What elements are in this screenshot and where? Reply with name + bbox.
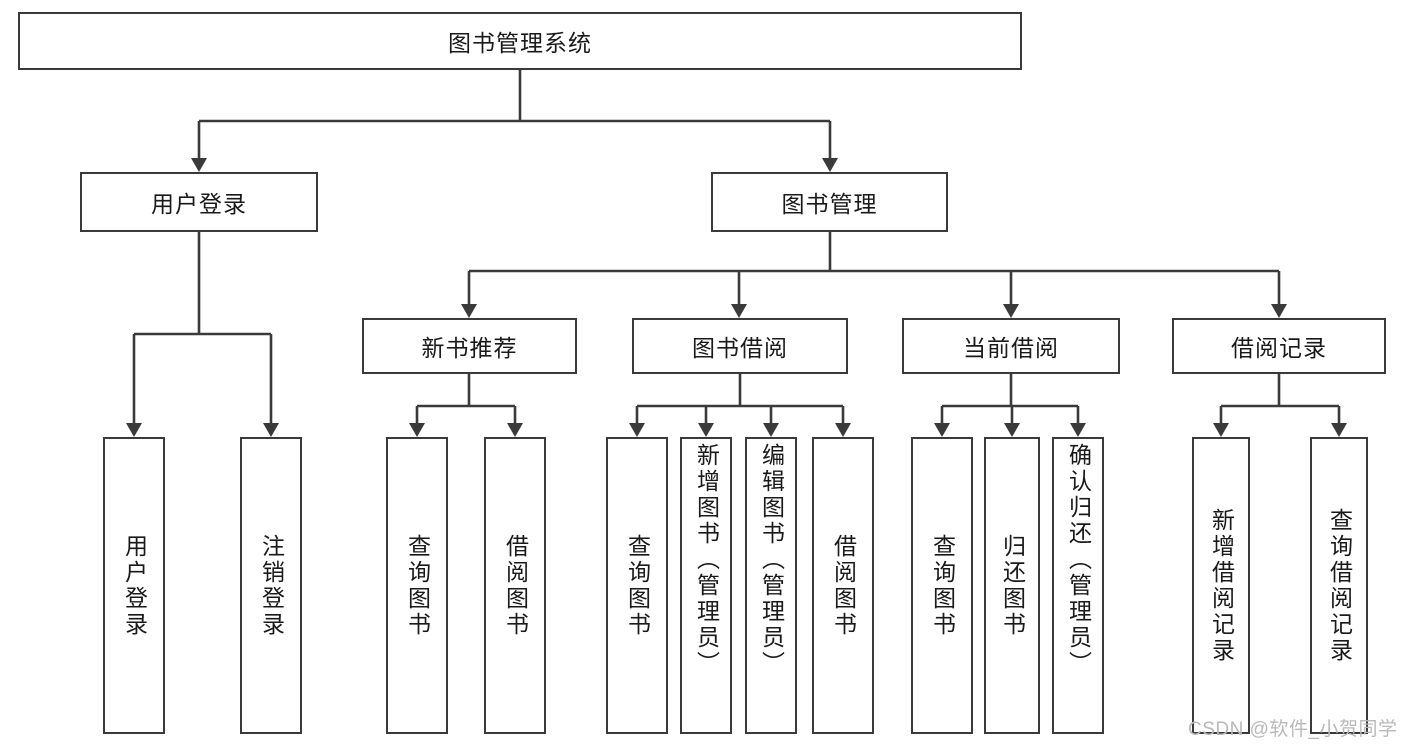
- node-label: 新增借阅记录: [1208, 507, 1235, 664]
- node-label: 用户登录: [121, 533, 148, 638]
- node-user-login[interactable]: 用户登录: [80, 172, 318, 232]
- leaf-edit-book-admin[interactable]: 编辑图书（管理员）: [745, 437, 797, 734]
- node-label: 借阅图书: [830, 533, 857, 638]
- leaf-query-book-current[interactable]: 查询图书: [911, 437, 973, 734]
- node-book-management[interactable]: 图书管理: [711, 172, 948, 232]
- node-label: 归还图书: [999, 533, 1026, 638]
- node-book-borrow[interactable]: 图书借阅: [632, 318, 848, 374]
- node-label: 确认归还（管理员）: [1065, 443, 1092, 677]
- node-label: 借阅图书: [502, 533, 529, 638]
- leaf-query-borrow-record[interactable]: 查询借阅记录: [1310, 437, 1368, 734]
- node-label: 新书推荐: [421, 335, 518, 361]
- csdn-watermark: CSDN @软件_小贺同学: [1188, 719, 1398, 740]
- node-new-book-recommend[interactable]: 新书推荐: [362, 318, 577, 374]
- leaf-logout[interactable]: 注销登录: [240, 437, 302, 734]
- node-label: 注销登录: [258, 533, 285, 638]
- node-root[interactable]: 图书管理系统: [18, 12, 1022, 70]
- node-label: 图书借阅: [692, 335, 788, 361]
- leaf-borrow-book-recommend[interactable]: 借阅图书: [484, 437, 546, 734]
- leaf-add-borrow-record[interactable]: 新增借阅记录: [1192, 437, 1250, 734]
- node-label: 借阅记录: [1231, 335, 1327, 361]
- node-label: 查询图书: [929, 533, 956, 638]
- leaf-query-book-borrow[interactable]: 查询图书: [606, 437, 668, 734]
- leaf-confirm-return-admin[interactable]: 确认归还（管理员）: [1052, 437, 1104, 734]
- leaf-add-book-admin[interactable]: 新增图书（管理员）: [680, 437, 732, 734]
- leaf-user-login[interactable]: 用户登录: [103, 437, 165, 734]
- leaf-return-book[interactable]: 归还图书: [984, 437, 1040, 734]
- leaf-query-book-recommend[interactable]: 查询图书: [386, 437, 448, 734]
- node-label: 用户登录: [151, 191, 247, 217]
- node-label: 查询图书: [624, 533, 651, 638]
- node-label: 新增图书（管理员）: [693, 443, 720, 677]
- node-label: 当前借阅: [963, 335, 1059, 361]
- leaf-borrow-book[interactable]: 借阅图书: [812, 437, 874, 734]
- node-label: 编辑图书（管理员）: [758, 443, 785, 677]
- node-current-borrow[interactable]: 当前借阅: [902, 318, 1120, 374]
- node-borrow-record[interactable]: 借阅记录: [1172, 318, 1386, 374]
- node-label: 查询图书: [404, 533, 431, 638]
- node-label: 图书管理系统: [448, 30, 592, 56]
- node-label: 图书管理: [781, 191, 878, 217]
- node-label: 查询借阅记录: [1326, 507, 1353, 664]
